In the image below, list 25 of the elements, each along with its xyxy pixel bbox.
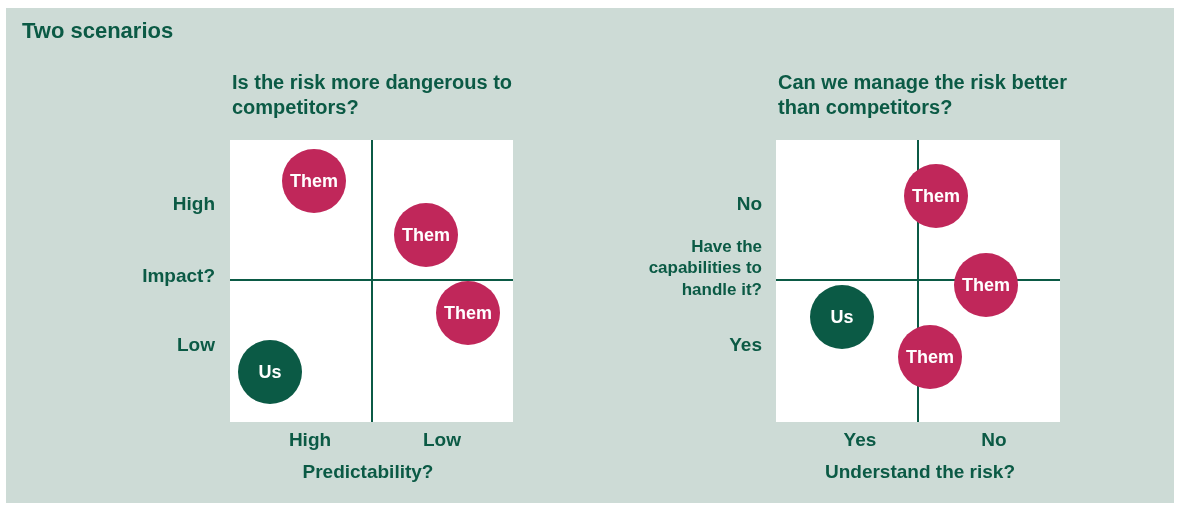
axis-tick-label: Low — [176, 333, 215, 357]
axis-tick-label: Low — [422, 428, 462, 452]
quadrant-box — [776, 140, 1060, 422]
axis-title: Predictability? — [301, 460, 435, 484]
axis-title: Understand the risk? — [823, 460, 1016, 484]
circle-marker: Us — [238, 340, 302, 404]
quadrant-box — [230, 140, 513, 422]
chart-title: Can we manage the risk better than competitors? — [778, 70, 1068, 120]
axis-tick-label: Yes — [728, 333, 762, 357]
axis-tick-label: No — [735, 192, 762, 216]
axis-tick-label: High — [171, 192, 215, 216]
axis-title: Have the capabilities to handle it? — [647, 236, 762, 300]
circle-marker: Them — [954, 253, 1018, 317]
circle-marker: Them — [904, 164, 968, 228]
circle-marker: Us — [810, 285, 874, 349]
circle-marker: Them — [898, 325, 962, 389]
axis-tick-label: Yes — [842, 428, 878, 452]
axis-tick-label: No — [980, 428, 1008, 452]
chart-title: Is the risk more dangerous to competitors? — [232, 70, 514, 120]
diagram-title: Two scenarios — [22, 17, 174, 45]
circle-marker: Them — [282, 149, 346, 213]
circle-marker: Them — [436, 281, 500, 345]
axis-title: Impact? — [141, 264, 215, 288]
axis-tick-label: High — [287, 428, 333, 452]
circle-marker: Them — [394, 203, 458, 267]
